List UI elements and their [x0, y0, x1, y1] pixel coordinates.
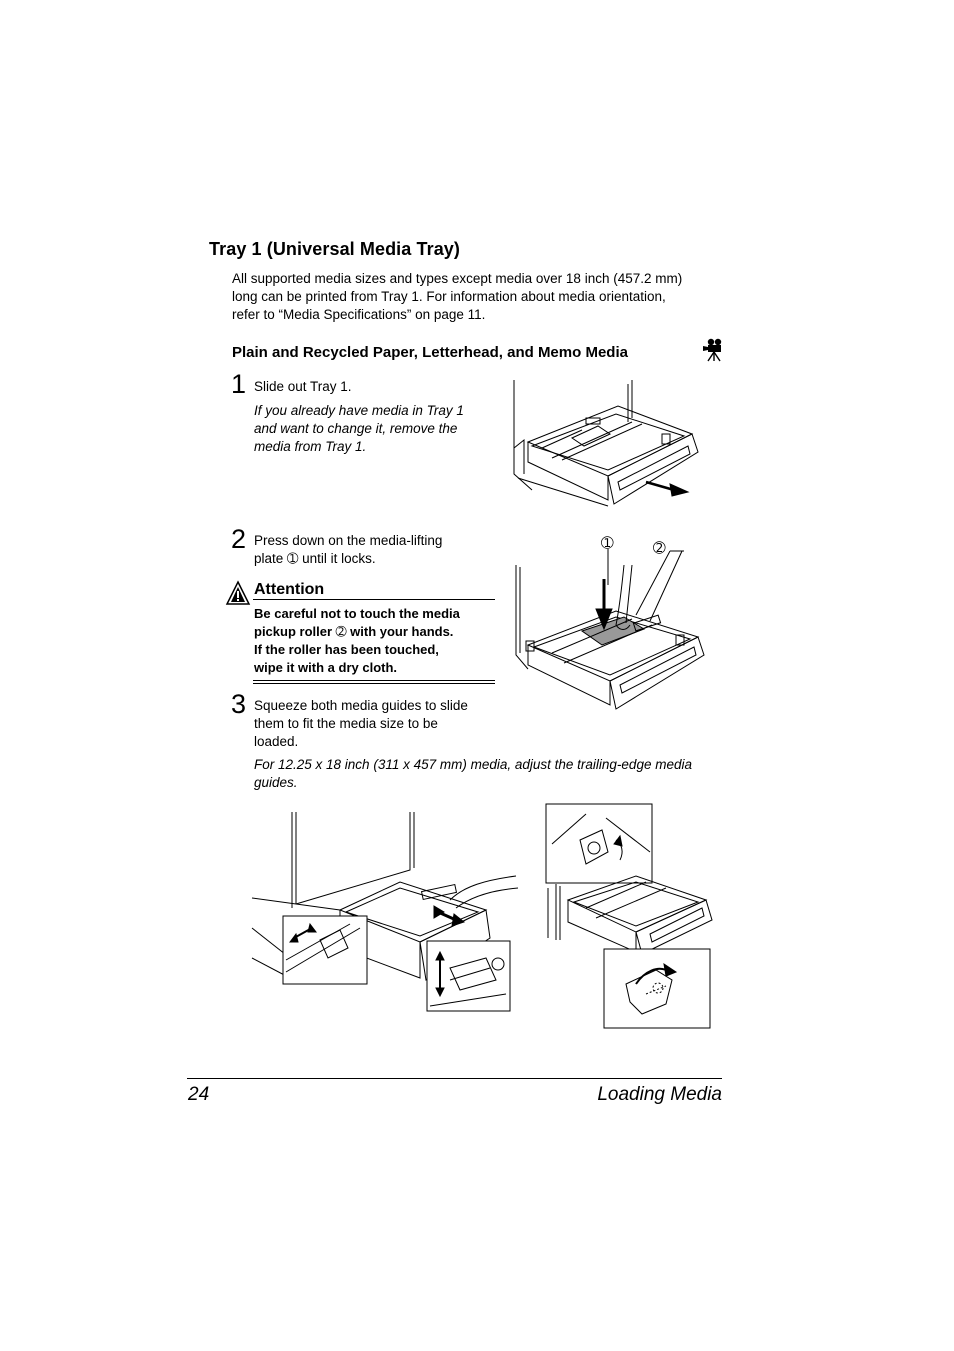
intro-line: refer to “Media Specifications” on page … [232, 307, 486, 322]
step-1-note: If you already have media in Tray 1 and … [254, 402, 464, 456]
attention-line: wipe it with a dry cloth. [254, 660, 398, 675]
attention-text: Be careful not to touch the media pickup… [254, 605, 460, 677]
step-line: them to fit the media size to be [254, 716, 438, 731]
callout-1: ➀ [601, 535, 614, 552]
note-line: and want to change it, remove the [254, 421, 458, 436]
step-line: Press down on the media-lifting [254, 533, 443, 548]
footer-rule [187, 1078, 722, 1079]
page-number: 24 [188, 1084, 210, 1105]
step-line: Squeeze both media guides to slide [254, 698, 468, 713]
attention-top-rule [253, 599, 495, 600]
intro-paragraph: All supported media sizes and types exce… [232, 270, 682, 324]
trailing-edge-guide-illustration [546, 804, 714, 1030]
note-line: guides. [254, 775, 298, 790]
step-3-number: 3 [231, 689, 247, 719]
step-line: plate ➀ until it locks. [254, 551, 376, 566]
note-line: For 12.25 x 18 inch (311 x 457 mm) media… [254, 757, 692, 772]
attention-title: Attention [254, 581, 325, 598]
step-1-text: Slide out Tray 1. [254, 379, 352, 394]
step-2-text: Press down on the media-lifting plate ➀ … [254, 532, 442, 568]
chapter-title: Loading Media [597, 1084, 722, 1105]
intro-line: All supported media sizes and types exce… [232, 271, 683, 286]
subsection-title: Plain and Recycled Paper, Letterhead, an… [232, 344, 628, 361]
note-line: media from Tray 1. [254, 439, 367, 454]
callout-2: ➁ [653, 540, 666, 557]
attention-line: Be careful not to touch the media [254, 606, 460, 621]
video-camera-icon [703, 338, 722, 362]
lifting-plate-illustration [512, 545, 707, 710]
step-3-text: Squeeze both media guides to slide them … [254, 697, 468, 751]
warning-icon [226, 581, 250, 605]
step-2-number: 2 [231, 524, 247, 554]
attention-bottom-rule [253, 680, 495, 684]
note-line: If you already have media in Tray 1 [254, 403, 464, 418]
section-title: Tray 1 (Universal Media Tray) [209, 239, 461, 259]
attention-line: pickup roller ➁ with your hands. [254, 624, 454, 639]
tray-slide-out-illustration [512, 378, 702, 510]
step-1-number: 1 [231, 369, 247, 399]
media-guide-illustration [250, 808, 522, 1013]
attention-line: If the roller has been touched, [254, 642, 439, 657]
intro-line: long can be printed from Tray 1. For inf… [232, 289, 666, 304]
step-line: loaded. [254, 734, 299, 749]
step-3-note: For 12.25 x 18 inch (311 x 457 mm) media… [254, 756, 692, 792]
